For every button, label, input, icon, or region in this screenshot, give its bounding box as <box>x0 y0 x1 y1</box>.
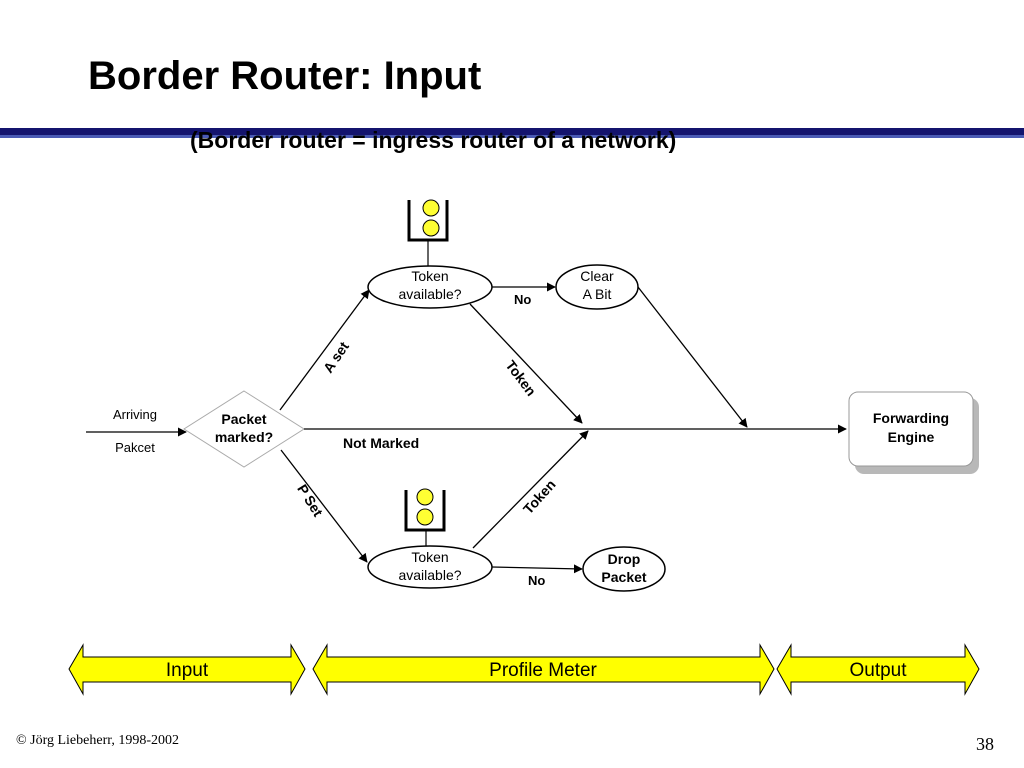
clear-line-1: Clear <box>580 268 614 284</box>
page-number: 38 <box>976 734 994 754</box>
clear-to-main-edge <box>637 286 748 428</box>
no-bottom-edge <box>491 564 583 574</box>
clear-line-2: A Bit <box>583 286 612 302</box>
p-set-edge <box>280 449 368 563</box>
decision-line-1: Packet <box>221 411 266 427</box>
drop-packet-node <box>582 546 666 592</box>
forwarding-engine-box <box>848 391 974 467</box>
token-top-label: Token <box>503 357 540 399</box>
token-top-line-1: Token <box>411 268 448 284</box>
token-bottom-line-1: Token <box>411 549 448 565</box>
phase-arrow-output <box>776 643 980 696</box>
phase-label-profile-meter: Profile Meter <box>489 660 597 681</box>
not-marked-label: Not Marked <box>343 435 419 451</box>
token-top-edge <box>469 303 583 424</box>
phase-label-output: Output <box>849 660 907 681</box>
slide-subtitle: (Border router = ingress router of a net… <box>190 127 677 153</box>
forwarding-line-2: Engine <box>888 429 935 445</box>
token-bottom-edge <box>472 430 589 549</box>
a-set-label: A set <box>320 338 352 375</box>
decision-line-2: marked? <box>215 429 273 445</box>
token-bucket-top <box>407 199 449 266</box>
token-top-line-2: available? <box>398 286 461 302</box>
token-bottom-label: Token <box>520 476 559 517</box>
a-set-edge <box>279 289 370 411</box>
phase-arrow-input <box>68 643 306 696</box>
no-top-label: No <box>514 292 531 307</box>
packet-label: Pakcet <box>115 440 155 455</box>
no-bottom-label: No <box>528 573 545 588</box>
drop-line-1: Drop <box>608 551 641 567</box>
token-bottom-line-2: available? <box>398 567 461 583</box>
slide-title: Border Router: Input <box>88 54 482 98</box>
arriving-label: Arriving <box>113 407 157 422</box>
p-set-label: P Set <box>294 481 326 519</box>
packet-marked-diamond <box>183 390 305 468</box>
footer-copyright: © Jörg Liebeherr, 1998-2002 <box>16 733 180 748</box>
forwarding-line-1: Forwarding <box>873 410 949 426</box>
phase-arrow-profile-meter <box>312 643 775 696</box>
phase-label-input: Input <box>166 660 209 681</box>
drop-line-2: Packet <box>601 569 646 585</box>
token-bucket-bottom <box>404 488 446 547</box>
title-rule <box>0 128 1024 138</box>
